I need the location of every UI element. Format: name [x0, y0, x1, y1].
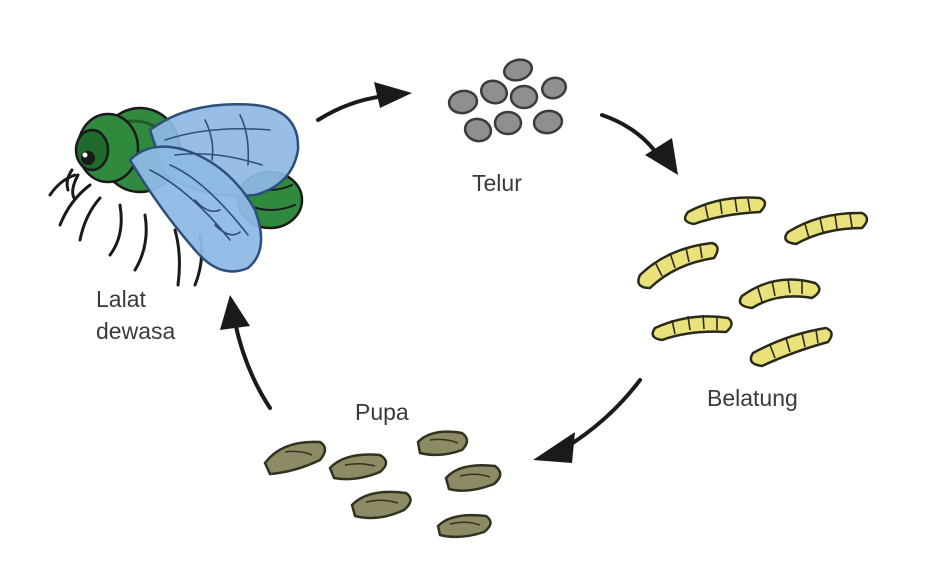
pupa-icon: [444, 464, 502, 492]
label-pupa: Pupa: [355, 399, 409, 425]
stage-labels: Telur Belatung Pupa Lalat dewasa: [96, 170, 798, 425]
pupa-icon: [350, 490, 412, 520]
arrow-fly-to-eggs: [316, 82, 412, 122]
fly-icon: [48, 103, 304, 287]
larva-icon: [683, 196, 767, 226]
pupa-icon: [263, 440, 327, 476]
cycle-arrows: [220, 82, 678, 463]
label-belatung: Belatung: [707, 385, 798, 411]
pupa-icon: [328, 453, 388, 481]
egg-icon: [479, 79, 509, 105]
egg-icon: [540, 76, 568, 100]
fly-eye: [74, 128, 110, 172]
label-lalat-dewasa-line2: dewasa: [96, 318, 175, 344]
egg-icon: [493, 110, 523, 136]
larva-icon: [784, 211, 869, 246]
label-lalat-dewasa-line1: Lalat: [96, 286, 146, 312]
pupa-icon: [416, 430, 469, 457]
egg-icon: [447, 89, 479, 115]
egg-cluster: [447, 58, 568, 143]
larva-icon: [637, 241, 719, 290]
egg-icon: [502, 58, 534, 82]
egg-icon: [509, 84, 539, 110]
egg-icon: [463, 117, 493, 143]
arrow-eggs-to-larvae: [600, 113, 678, 175]
larva-icon: [738, 278, 821, 310]
larva-cluster: [637, 196, 869, 368]
egg-icon: [532, 109, 564, 135]
pupa-icon: [436, 513, 492, 539]
label-telur: Telur: [472, 170, 522, 196]
larva-icon: [749, 326, 833, 368]
arrow-larvae-to-pupa: [533, 378, 642, 463]
fly-wing-veins: [149, 114, 271, 241]
pupa-cluster: [263, 430, 502, 539]
larva-icon: [651, 314, 733, 342]
arrow-pupa-to-fly: [220, 295, 272, 410]
